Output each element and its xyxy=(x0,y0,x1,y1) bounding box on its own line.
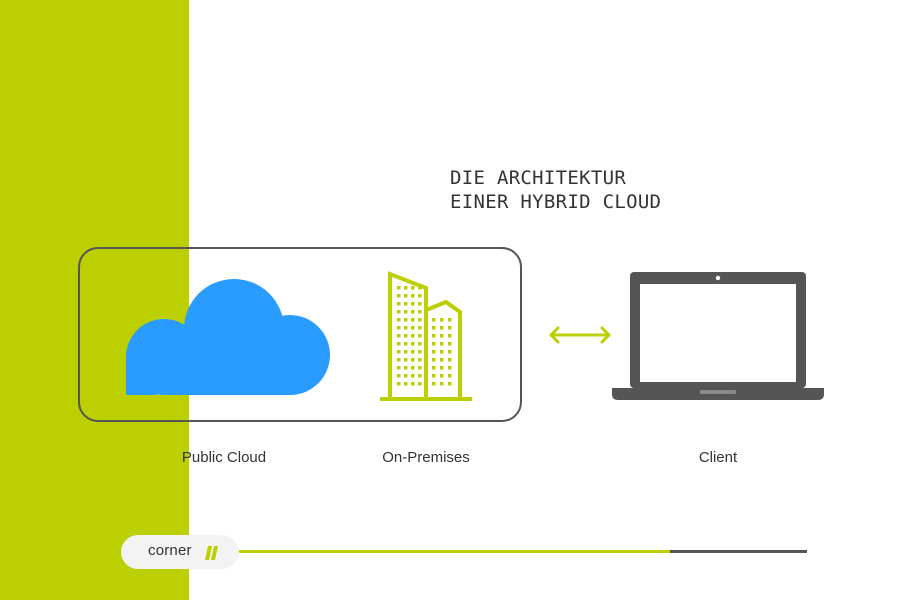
building-window xyxy=(404,382,408,386)
building-window xyxy=(432,358,436,362)
building-window xyxy=(404,334,408,338)
building-window xyxy=(418,366,422,370)
building-window xyxy=(397,382,401,386)
building-window xyxy=(418,286,422,290)
building-window xyxy=(397,310,401,314)
diagram-title: DIE ARCHITEKTUR EINER HYBRID CLOUD xyxy=(450,166,661,214)
building-window xyxy=(440,326,444,330)
building-window xyxy=(440,318,444,322)
building-window xyxy=(404,302,408,306)
building-window xyxy=(440,374,444,378)
building-window xyxy=(418,358,422,362)
building-window xyxy=(432,366,436,370)
building-window xyxy=(404,294,408,298)
logo-slashes-icon xyxy=(205,546,218,560)
building-window xyxy=(411,318,415,322)
building-window xyxy=(411,342,415,346)
building-window xyxy=(448,326,452,330)
public-cloud-label: Public Cloud xyxy=(181,449,267,466)
building-window xyxy=(411,294,415,298)
building-window xyxy=(418,350,422,354)
building-window xyxy=(432,342,436,346)
client-label: Client xyxy=(698,449,738,466)
building-window xyxy=(418,318,422,322)
building-window xyxy=(397,366,401,370)
building-window xyxy=(448,334,452,338)
building-window xyxy=(440,382,444,386)
building-window xyxy=(448,358,452,362)
building-window xyxy=(440,350,444,354)
building-window xyxy=(404,358,408,362)
building-window xyxy=(397,342,401,346)
on-premises-label: On-Premises xyxy=(382,449,470,466)
building-window xyxy=(418,374,422,378)
building-window xyxy=(448,382,452,386)
building-window xyxy=(404,318,408,322)
building-window xyxy=(411,382,415,386)
building-window xyxy=(397,350,401,354)
double-arrow-icon xyxy=(549,326,611,344)
building-window xyxy=(448,374,452,378)
building-window xyxy=(404,350,408,354)
footer-line-dark xyxy=(670,550,807,553)
building-window xyxy=(411,358,415,362)
building-window xyxy=(404,286,408,290)
building-window xyxy=(397,326,401,330)
building-window xyxy=(418,334,422,338)
building-window xyxy=(440,366,444,370)
building-window xyxy=(411,302,415,306)
building-window xyxy=(448,318,452,322)
building-window xyxy=(397,374,401,378)
building-window xyxy=(397,334,401,338)
corner-logo: corner xyxy=(121,535,239,569)
building-window xyxy=(404,374,408,378)
building-window xyxy=(404,310,408,314)
building-window xyxy=(397,358,401,362)
building-window xyxy=(440,358,444,362)
building-window xyxy=(397,286,401,290)
building-window xyxy=(411,310,415,314)
building-window xyxy=(411,374,415,378)
laptop-icon xyxy=(612,272,824,400)
building-window xyxy=(432,374,436,378)
building-window xyxy=(404,366,408,370)
building-window xyxy=(432,350,436,354)
building-window xyxy=(411,326,415,330)
cloud-icon xyxy=(126,279,330,395)
hybrid-cloud-frame xyxy=(78,247,522,422)
building-window xyxy=(397,302,401,306)
building-window xyxy=(432,382,436,386)
building-window xyxy=(448,350,452,354)
building-window xyxy=(448,342,452,346)
logo-text: corner xyxy=(148,542,192,559)
building-window xyxy=(397,294,401,298)
building-window xyxy=(418,382,422,386)
accent-side-band xyxy=(0,0,189,600)
building-window xyxy=(432,334,436,338)
building-window xyxy=(440,342,444,346)
building-window xyxy=(418,342,422,346)
building-window xyxy=(397,318,401,322)
building-window xyxy=(418,294,422,298)
building-window xyxy=(432,318,436,322)
building-window xyxy=(404,326,408,330)
building-window xyxy=(418,310,422,314)
building-window xyxy=(404,342,408,346)
building-window xyxy=(411,334,415,338)
building-window xyxy=(411,366,415,370)
building-window xyxy=(418,326,422,330)
building-window xyxy=(440,334,444,338)
building-window xyxy=(411,350,415,354)
building-window xyxy=(432,326,436,330)
footer-line-accent xyxy=(238,550,670,553)
buildings-icon xyxy=(380,271,472,401)
building-window xyxy=(411,286,415,290)
title-line-1: DIE ARCHITEKTUR xyxy=(450,167,627,189)
title-line-2: EINER HYBRID CLOUD xyxy=(450,191,662,213)
building-window xyxy=(448,366,452,370)
building-window xyxy=(418,302,422,306)
